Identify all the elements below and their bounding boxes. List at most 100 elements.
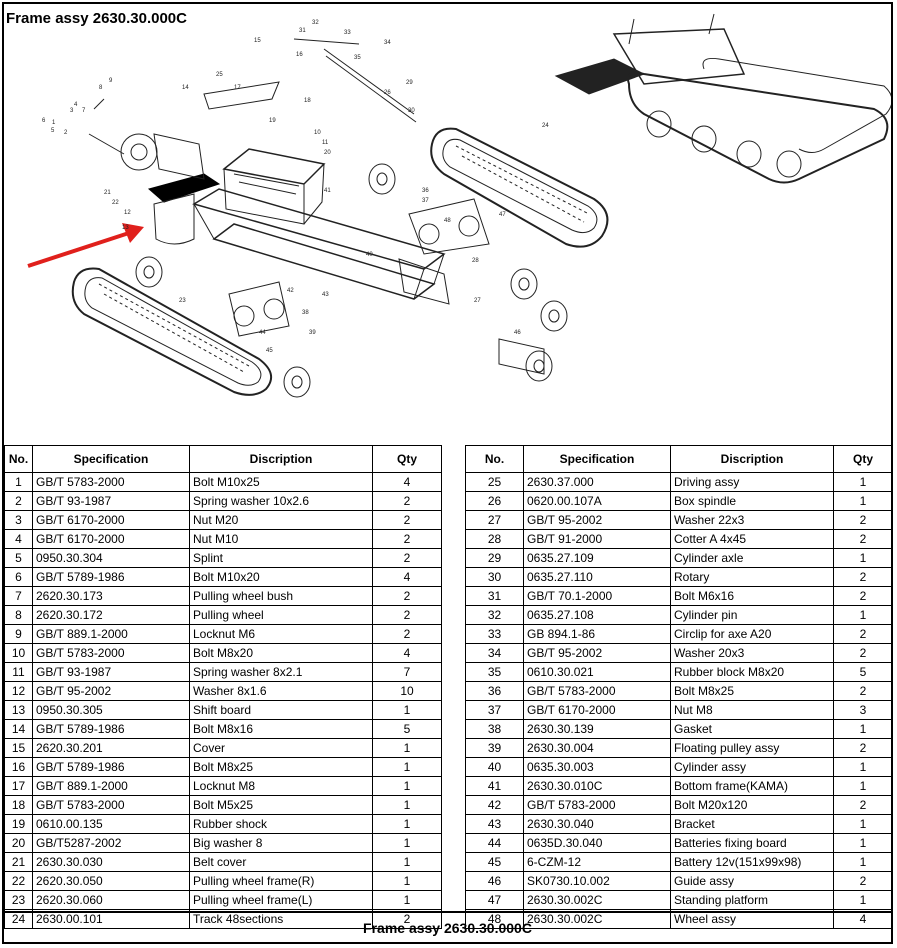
cell-specification: GB/T 889.1-2000 [32, 624, 190, 644]
shift-board [147, 173, 221, 203]
callout-number: 38 [302, 310, 309, 316]
cell-qty: 1 [372, 757, 442, 777]
col-header-qty: Qty [372, 445, 442, 473]
cell-no: 21 [4, 852, 33, 872]
cell-qty: 10 [372, 681, 442, 701]
cell-description: Shift board [189, 700, 373, 720]
callout-number: 47 [499, 212, 506, 218]
cell-no: 43 [465, 814, 524, 834]
cell-no: 30 [465, 567, 524, 587]
cell-specification: 2620.30.050 [32, 871, 190, 891]
cell-specification: GB/T 70.1-2000 [523, 586, 671, 606]
cell-qty: 2 [833, 681, 893, 701]
cell-no: 14 [4, 719, 33, 739]
cell-specification: 2630.00.101 [32, 909, 190, 929]
cell-no: 16 [4, 757, 33, 777]
cell-description: Cylinder assy [670, 757, 834, 777]
cell-no: 39 [465, 738, 524, 758]
cell-specification: GB/T 889.1-2000 [32, 776, 190, 796]
cell-qty: 2 [833, 586, 893, 606]
cell-specification: GB/T 93-1987 [32, 491, 190, 511]
callout-number: 19 [269, 118, 276, 124]
cell-qty: 7 [372, 662, 442, 682]
left-track [71, 267, 273, 396]
cell-no: 45 [465, 852, 524, 872]
cell-specification: 2630.30.139 [523, 719, 671, 739]
footer-title: Frame assy 2630.30.000C [4, 911, 891, 944]
callout-number: 3 [70, 108, 74, 114]
callout-number: 35 [354, 55, 361, 61]
cell-description: Bolt M8x25 [670, 681, 834, 701]
cell-no: 7 [4, 586, 33, 606]
callout-number: 25 [216, 72, 223, 78]
cell-qty: 2 [833, 643, 893, 663]
cell-no: 36 [465, 681, 524, 701]
cell-description: Rubber block M8x20 [670, 662, 834, 682]
cell-description: Pulling wheel frame(L) [189, 890, 373, 910]
col-header-description: Discription [189, 445, 373, 473]
cell-qty: 1 [372, 700, 442, 720]
callout-number: 24 [542, 123, 549, 129]
callout-number: 5 [51, 128, 55, 134]
bracket [203, 38, 360, 110]
cell-no: 26 [465, 491, 524, 511]
callout-number: 45 [266, 348, 273, 354]
cell-qty: 2 [372, 491, 442, 511]
cell-qty: 2 [372, 548, 442, 568]
col-header-specification: Specification [523, 445, 671, 473]
callout-number: 21 [104, 190, 111, 196]
cell-no: 1 [4, 472, 33, 492]
cell-description: Locknut M6 [189, 624, 373, 644]
cell-description: Battery 12v(151x99x98) [670, 852, 834, 872]
cell-specification: GB/T 5783-2000 [523, 795, 671, 815]
cell-specification: 2620.30.060 [32, 890, 190, 910]
cell-qty: 1 [372, 776, 442, 796]
cell-specification: GB/T 6170-2000 [523, 700, 671, 720]
cell-description: Wheel assy [670, 909, 834, 929]
battery-box [222, 148, 326, 225]
cell-qty: 2 [833, 567, 893, 587]
cell-specification: GB/T 5783-2000 [32, 472, 190, 492]
cell-description: Spring washer 10x2.6 [189, 491, 373, 511]
floating-pulley-assy [228, 198, 490, 337]
cell-specification: GB/T5287-2002 [32, 833, 190, 853]
callout-number: 6 [42, 118, 46, 124]
cell-specification: 2630.37.000 [523, 472, 671, 492]
callout-number: 33 [344, 30, 351, 36]
cell-description: Locknut M8 [189, 776, 373, 796]
red-arrow [27, 223, 144, 268]
callout-number: 15 [254, 38, 261, 44]
cell-description: Splint [189, 548, 373, 568]
cell-qty: 4 [372, 567, 442, 587]
cell-no: 19 [4, 814, 33, 834]
cell-no: 10 [4, 643, 33, 663]
callout-number: 18 [304, 98, 311, 104]
cell-no: 40 [465, 757, 524, 777]
cell-description: Bolt M5x25 [189, 795, 373, 815]
callout-number: 26 [384, 90, 391, 96]
cell-description: Gasket [670, 719, 834, 739]
callout-number: 1 [52, 120, 56, 126]
cell-no: 20 [4, 833, 33, 853]
cell-no: 4 [4, 529, 33, 549]
cell-description: Belt cover [189, 852, 373, 872]
cell-no: 41 [465, 776, 524, 796]
cell-no: 22 [4, 871, 33, 891]
cell-specification: GB/T 95-2002 [523, 643, 671, 663]
cell-specification: 0635.27.109 [523, 548, 671, 568]
cell-no: 9 [4, 624, 33, 644]
